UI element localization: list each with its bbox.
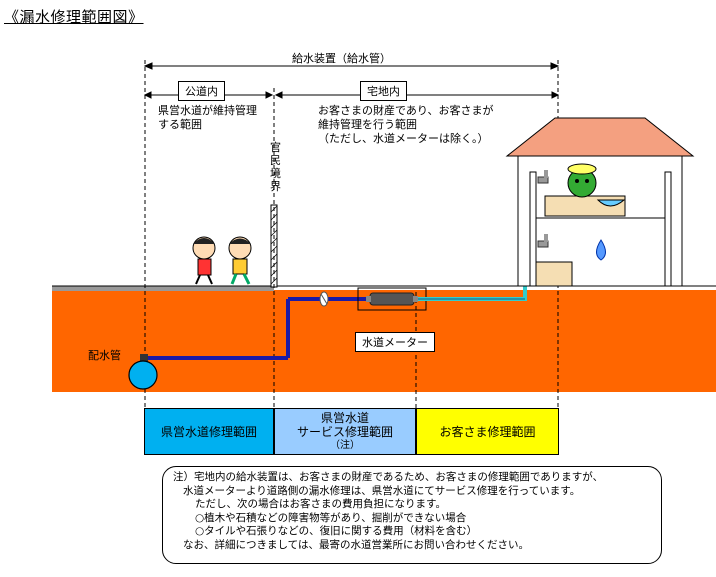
zone-prefecture: 県営水道修理範囲	[144, 408, 274, 455]
children-illustration	[192, 236, 252, 285]
private-desc: お客さまの財産であり、お客さまが 維持管理を行う範囲 （ただし、水道メーターは除…	[318, 104, 494, 145]
house-roof	[505, 117, 695, 157]
road-surface	[52, 286, 274, 291]
boundary-label: 官 民 境 界	[270, 141, 281, 193]
water-meter-label: 水道メーター	[355, 332, 435, 352]
faucet-upper	[537, 176, 549, 184]
faucet-lower	[537, 240, 549, 248]
zone-service: 県営水道 サービス修理範囲 （注）	[274, 408, 416, 455]
water-meter	[369, 292, 415, 306]
private-land-label: 宅地内	[360, 81, 407, 101]
public-road-label: 公道内	[178, 81, 225, 101]
zone-customer: お客さま修理範囲	[416, 408, 559, 455]
water-drop-icon	[596, 239, 606, 261]
public-desc: 県営水道が維持管理 する範囲	[158, 104, 257, 131]
distribution-main-label: 配水管	[88, 349, 121, 362]
note-box: 注）宅地内の給水装置は、お客さまの財産であるため、お客さまの修理範囲でありますが…	[162, 466, 662, 564]
supply-label: 給水装置（給水管）	[292, 52, 391, 65]
page-title: 《漏水修理範囲図》	[4, 8, 144, 26]
distribution-main	[128, 360, 158, 390]
